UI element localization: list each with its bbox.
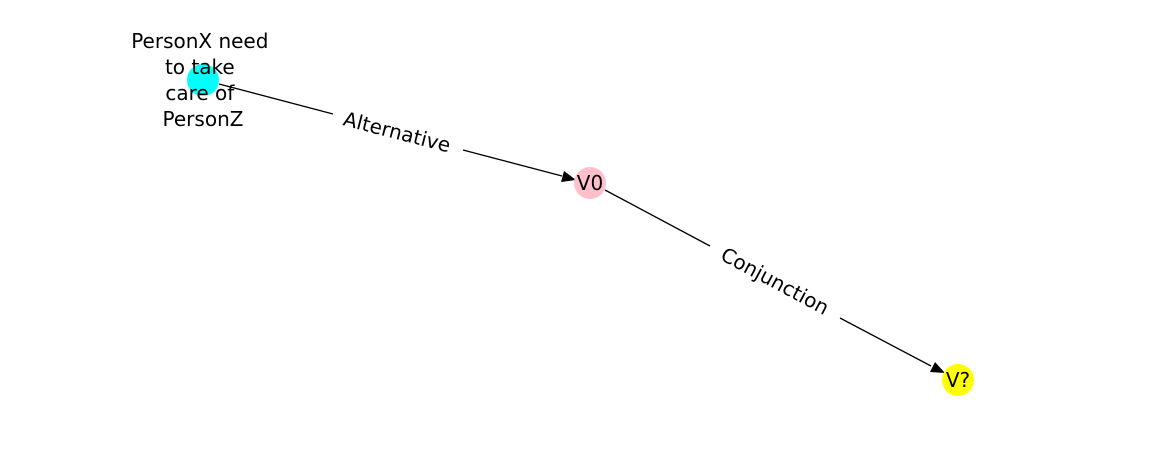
node-label-line: PersonX need (131, 29, 268, 53)
graph-node: V? (942, 364, 974, 396)
node-circle (187, 64, 219, 96)
node-label-line: PersonZ (163, 107, 244, 131)
node-label: PersonX need to take care of PersonZ (131, 29, 275, 131)
edge-conjunction: Conjunction (604, 189, 945, 373)
node-circle (942, 364, 974, 396)
edge-label: Conjunction (717, 242, 833, 319)
arrow-head (561, 171, 576, 182)
node-label-line: to take (165, 55, 235, 79)
node-label: V0 (577, 171, 603, 195)
edge-line (462, 149, 563, 177)
node-circle (574, 167, 606, 199)
edge-line (604, 189, 711, 247)
node-label: V? (946, 368, 970, 392)
edge-label: Alternative (341, 107, 453, 158)
edge-line (839, 317, 932, 367)
node-label-line: care of (165, 81, 235, 105)
edge-line (218, 83, 334, 115)
graph-node: V0 (574, 167, 606, 199)
arrow-head (930, 362, 945, 373)
graph-node: PersonX need to take care of PersonZ (131, 29, 275, 131)
edge-alternative: Alternative (218, 83, 576, 182)
